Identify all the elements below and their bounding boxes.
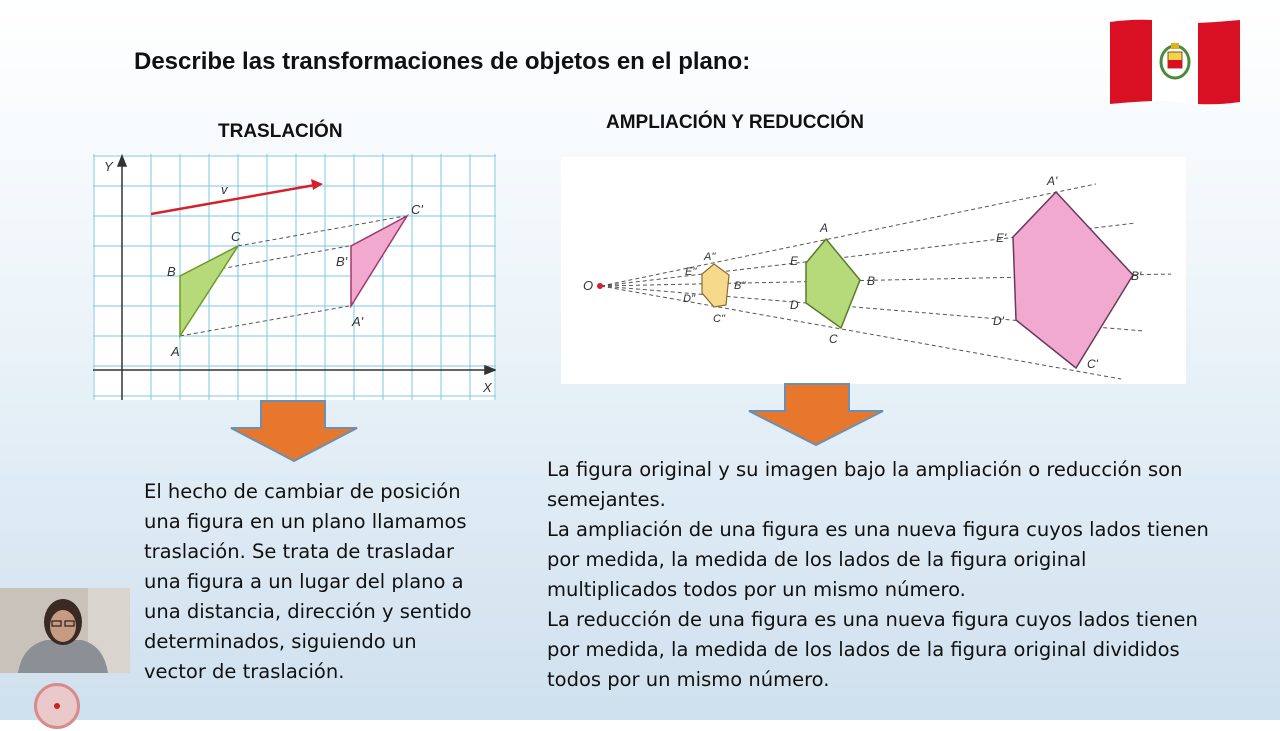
label-D: D [790,298,799,312]
label-C-prime: C' [411,202,423,217]
label-C2: C'' [713,313,726,325]
peru-flag-icon [1110,19,1240,105]
original-pentagon [805,237,861,330]
translation-vector: v [150,179,323,216]
label-A2: A'' [703,251,716,263]
label-D2: D'' [683,293,696,305]
label-B1: B' [1131,269,1142,283]
scaling-heading: AMPLIACIÓN Y REDUCCIÓN [606,112,864,133]
original-triangle [179,244,241,339]
translation-heading: TRASLACIÓN [218,121,343,142]
label-O: O [583,278,593,293]
axes [93,154,496,400]
label-E: E [790,254,799,268]
label-A-prime: A' [351,314,364,329]
label-D1: D' [993,314,1005,328]
translation-diagram: Y X v A B C A' B' C' [93,154,496,400]
scaling-diagram: O A'' E'' D'' B'' C'' A E D B C A' E' D'… [561,157,1186,384]
vector-label: v [221,182,229,197]
label-C: C [829,332,838,346]
label-C1: C' [1087,357,1099,371]
down-arrow-icon [230,400,358,462]
slide-title: Describe las transformaciones de objetos… [134,48,751,75]
axis-x-label: X [482,380,493,395]
translated-triangle [350,214,410,309]
origin-point [597,283,603,289]
scaling-description: La figura original y su imagen bajo la a… [547,458,1209,691]
enlarged-pentagon [1012,190,1134,370]
presenter-avatar [0,588,130,673]
label-E1: E' [996,231,1007,245]
small-pentagon [701,263,730,308]
label-A: A [819,221,828,235]
label-B-prime: B' [336,254,348,269]
axis-y-label: Y [104,159,114,174]
label-A1: A' [1046,174,1058,188]
down-arrow-icon [748,383,884,447]
record-icon [54,703,60,709]
label-B: B [867,274,875,288]
label-C: C [231,229,241,244]
label-E2: E'' [685,266,697,278]
record-button[interactable] [34,683,80,729]
label-A: A [170,344,180,359]
webcam-overlay [0,588,130,673]
label-B: B [167,264,176,279]
translation-description: El hecho de cambiar de posición una figu… [144,480,472,683]
label-B2: B'' [734,280,746,292]
